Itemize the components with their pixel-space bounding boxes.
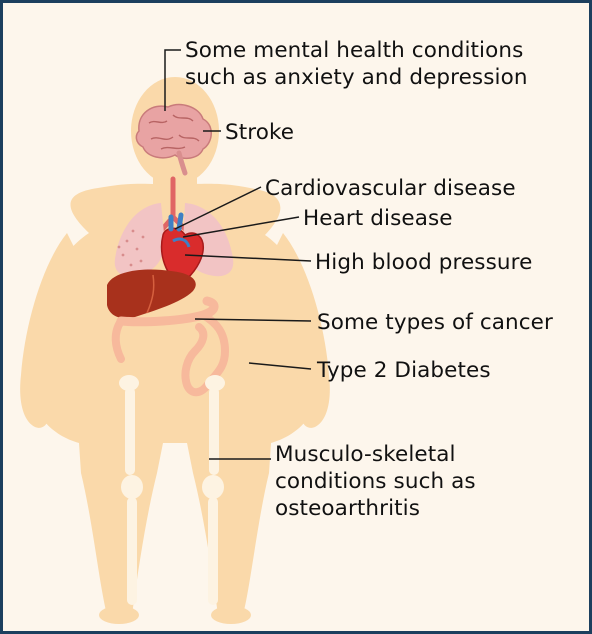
label-musculo-skeletal: Musculo-skeletal conditions such as oste…: [275, 441, 476, 522]
label-high-blood-pressure: High blood pressure: [315, 249, 532, 276]
label-mental-health-line-1: Some mental health conditions: [185, 37, 528, 64]
label-musculo-line-3: osteoarthritis: [275, 495, 476, 522]
label-type-2-diabetes: Type 2 Diabetes: [317, 357, 491, 384]
label-mental-health-line-2: such as anxiety and depression: [185, 64, 528, 91]
label-mental-health: Some mental health conditions such as an…: [185, 37, 528, 91]
label-musculo-line-1: Musculo-skeletal: [275, 441, 476, 468]
label-musculo-line-2: conditions such as: [275, 468, 476, 495]
label-heart-disease: Heart disease: [303, 205, 453, 232]
body-silhouette: [20, 77, 330, 624]
label-cancer: Some types of cancer: [317, 309, 553, 336]
label-stroke: Stroke: [225, 119, 294, 146]
label-cardiovascular-disease: Cardiovascular disease: [265, 175, 516, 202]
